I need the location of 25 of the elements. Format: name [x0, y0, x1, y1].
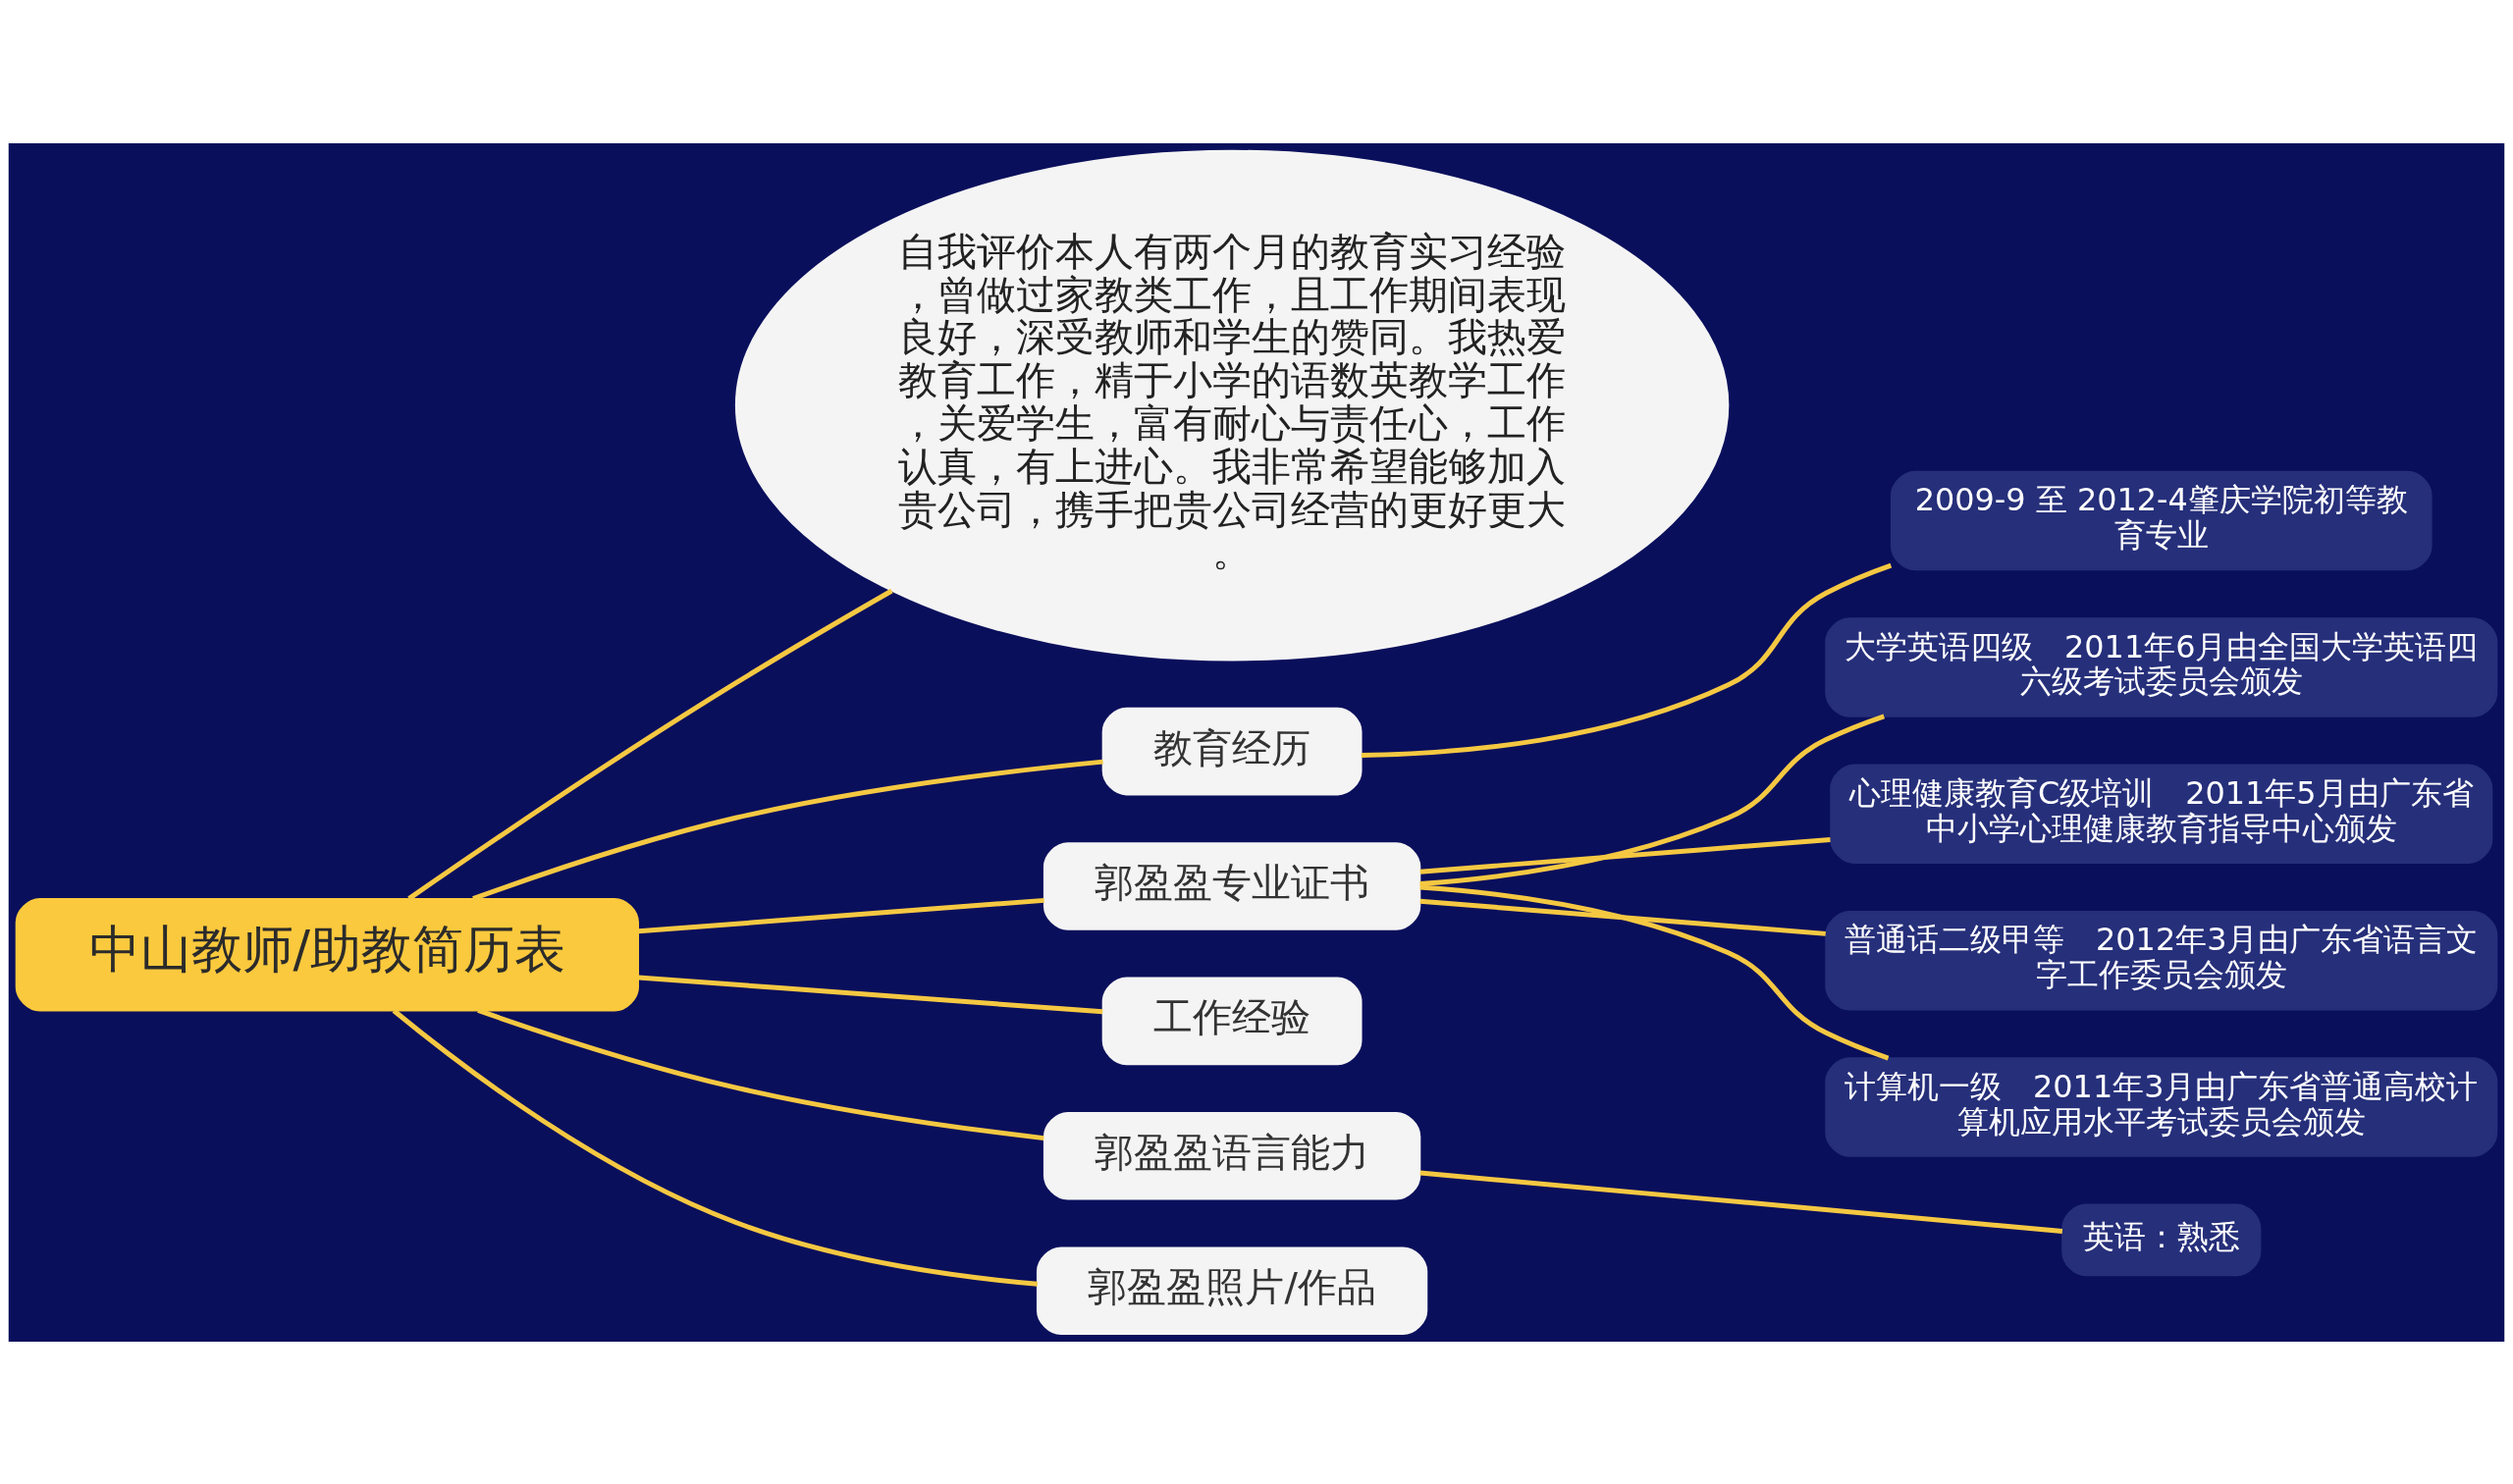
node-box: 郭盈盈专业证书: [1043, 841, 1421, 930]
node-box: 工作经验: [1101, 977, 1363, 1065]
node-box: 2009-9 至 2012-4肇庆学院初等教育专业: [1890, 470, 2433, 570]
node-ellipse: 自我评价本人有两个月的教育实习经验，曾做过家教类工作，且工作期间表现良好，深受教师和学生的赞同。我热爱教育工作，精于小学的语数英教学工作，关爱学生，富有耐心与责任心，工作认真，有上进心。我非常希望能够加入贵公司，携手把贵公司经营的更好更大。: [734, 149, 1730, 661]
node-box: 普通话二级甲等 2012年3月由广东省语言文字工作委员会颁发: [1825, 910, 2498, 1010]
node-box: 教育经历: [1101, 707, 1363, 795]
connector: [1419, 836, 1831, 874]
connector: [1361, 562, 1893, 758]
connector: [1419, 884, 1890, 1060]
node-box: 中山教师/助教简历表: [15, 897, 639, 1011]
node-box: 英语：熟悉: [2061, 1203, 2262, 1276]
node-box: 计算机一级 2011年3月由广东省普通高校计算机应用水平考试委员会颁发: [1825, 1056, 2498, 1157]
connector: [1419, 898, 1826, 936]
connector: [472, 759, 1103, 901]
connector: [1419, 714, 1886, 886]
node-box: 郭盈盈照片/作品: [1036, 1246, 1428, 1335]
node-box: 心理健康教育C级培训 2011年5月由广东省中小学心理健康教育指导中心颁发: [1830, 764, 2493, 864]
connector: [638, 974, 1103, 1014]
node-box: 大学英语四级 2011年6月由全国大学英语四六级考试委员会颁发: [1825, 616, 2498, 717]
connector: [638, 897, 1044, 933]
connector: [477, 1007, 1044, 1140]
connector: [1419, 1170, 2063, 1234]
connector: [407, 588, 893, 901]
node-box: 郭盈盈语言能力: [1043, 1111, 1421, 1200]
connector: [392, 1008, 1039, 1287]
